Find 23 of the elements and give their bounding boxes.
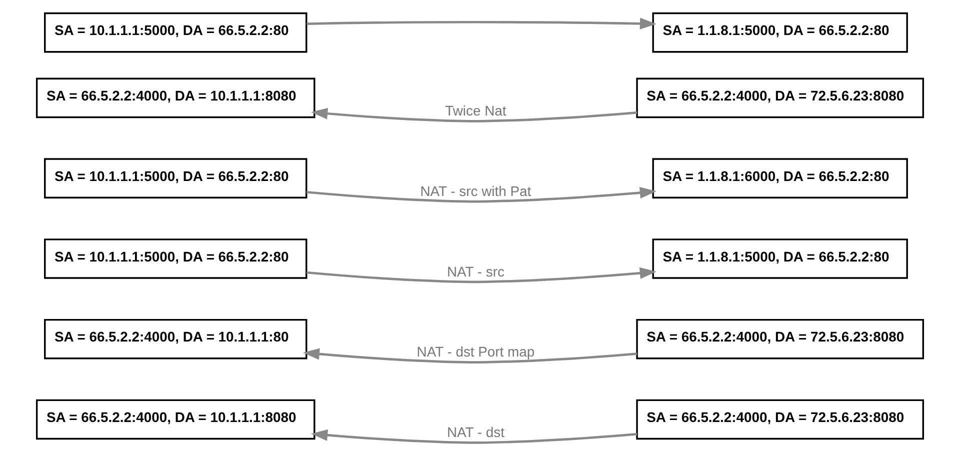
arrow	[306, 266, 656, 283]
node-box: SA = 66.5.2.2:4000, DA = 72.5.6.23:8080	[636, 318, 924, 359]
arrow	[306, 17, 656, 29]
node-box: SA = 1.1.8.1:5000, DA = 66.5.2.2:80	[652, 12, 908, 52]
node-box: SA = 10.1.1.1:5000, DA = 66.5.2.2:80	[44, 238, 307, 278]
node-box: SA = 66.5.2.2:4000, DA = 72.5.6.23:8080	[636, 77, 924, 118]
node-box: SA = 10.1.1.1:5000, DA = 66.5.2.2:80	[44, 12, 307, 52]
arrow	[302, 348, 637, 363]
edge-label: NAT - dst Port map	[416, 343, 534, 360]
arrow	[306, 186, 656, 202]
node-box: SA = 66.5.2.2:4000, DA = 10.1.1.1:80	[44, 318, 307, 359]
node-box: SA = 1.1.8.1:5000, DA = 66.5.2.2:80	[652, 238, 908, 278]
edge-label: NAT - src	[446, 262, 504, 279]
edge-label: NAT - src with Pat	[420, 182, 531, 198]
node-box: SA = 66.5.2.2:4000, DA = 10.1.1.1:8080	[35, 77, 315, 118]
node-box: SA = 1.1.8.1:6000, DA = 66.5.2.2:80	[652, 158, 908, 198]
arrow	[310, 107, 637, 122]
node-box: SA = 10.1.1.1:5000, DA = 66.5.2.2:80	[44, 158, 307, 198]
node-box: SA = 66.5.2.2:4000, DA = 72.5.6.23:8080	[636, 398, 924, 440]
edge-label: Twice Nat	[444, 102, 506, 118]
node-box: SA = 66.5.2.2:4000, DA = 10.1.1.1:8080	[35, 398, 315, 440]
edge-label: NAT - dst	[446, 424, 504, 440]
arrow	[310, 428, 637, 444]
